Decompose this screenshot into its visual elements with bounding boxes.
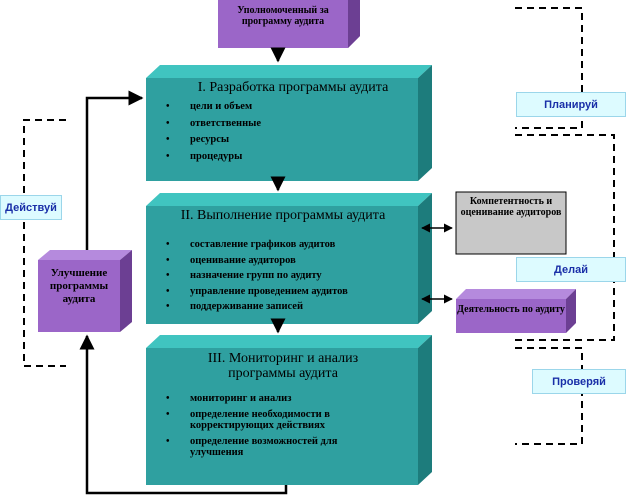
list-item: цели и объем [162,99,416,116]
list-item: поддерживание записей [162,299,416,315]
pdca-do-label: Делай [516,257,626,282]
list-item: определение возможностей для улучшения [162,436,382,458]
activity-box: Деятельность по аудиту [456,304,566,315]
list-item: назначение групп по аудиту [162,268,416,284]
list-item: управление проведением аудитов [162,284,416,300]
competence-box-label: Компетентность и оценивание аудиторов [460,196,562,218]
process-3-title: III. Мониторинг и анализ программы аудит… [207,351,359,381]
improvement-box-shape [38,250,132,332]
top-box: Уполномоченный за программу аудита [218,5,348,27]
improvement-box: Улучшение программы аудита [38,267,120,306]
process-3: III. Мониторинг и анализ программы аудит… [150,351,416,463]
pdca-brackets [23,7,615,445]
list-item: ресурсы [162,132,416,149]
double-arrows [421,223,453,304]
pdca-check-label: Проверяй [532,369,626,394]
process-3-list: мониторинг и анализ определение необходи… [162,393,382,458]
list-item: составление графиков аудитов [162,237,416,253]
pdca-act-label: Действуй [0,195,62,220]
top-box-shape [218,0,360,48]
top-box-label: Уполномоченный за программу аудита [237,5,329,27]
list-item: мониторинг и анализ [162,393,382,404]
process-2: II. Выполнение программы аудита составле… [150,208,416,315]
competence-box: Компетентность и оценивание аудиторов [458,196,564,218]
process-1-list: цели и объем ответственные ресурсы проце… [162,99,416,165]
list-item: процедуры [162,149,416,166]
activity-box-shape [456,289,576,333]
process-2-list: составление графиков аудитов оценивание … [162,237,416,315]
process-1-title: I. Разработка программы аудита [197,80,389,95]
flow-arrows [79,47,288,495]
list-item: определение необходимости в корректирующ… [162,409,382,431]
process-2-title: II. Выполнение программы аудита [180,208,386,223]
list-item: ответственные [162,116,416,133]
list-item: оценивание аудиторов [162,253,416,269]
improvement-box-label: Улучшение программы аудита [49,267,109,305]
process-1: I. Разработка программы аудита цели и об… [150,80,416,165]
activity-box-label: Деятельность по аудиту [457,304,565,315]
competence-box-shape [455,191,567,255]
pdca-plan-label: Планируй [516,92,626,117]
